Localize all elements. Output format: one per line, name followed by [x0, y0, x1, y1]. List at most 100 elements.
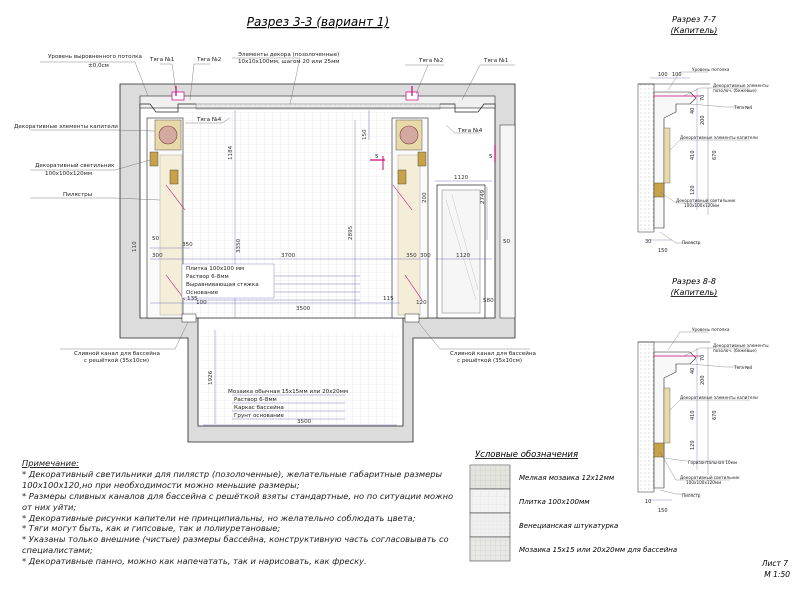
legend-label-1: Мелкая мозаика 12х12мм [519, 474, 615, 482]
section-88-title: Разрез 8-8 [672, 277, 716, 286]
label-drain-right-2: с решёткой (35х10см) [457, 357, 522, 364]
dim-2895: 2895 [348, 225, 354, 240]
pool-layer-list: Мозаика обычная 15х15мм или 20х20мм Раст… [228, 389, 348, 419]
pool-layer-1: Мозаика обычная 15х15мм или 20х20мм [228, 389, 348, 395]
dim-2749: 2749 [480, 189, 486, 204]
s77-d150: 150 [658, 248, 668, 254]
drain-right [404, 313, 420, 323]
sheet-scale: М 1:50 [764, 570, 790, 579]
wall-layer-1: Плитка 100х100 мм [186, 266, 244, 272]
pool-layer-3: Каркас бассейна [234, 404, 284, 411]
dim-1184: 1184 [228, 145, 234, 160]
wall-layer-4: Основание [186, 290, 219, 296]
section-77-title: Разрез 7-7 [672, 15, 717, 24]
note-line-6: * Декоративные панно, можно как напечата… [22, 556, 367, 567]
notes-block: Примечание: * Декоративный светильники д… [22, 458, 462, 567]
label-capitals: Декоративные элементы капители [14, 124, 118, 130]
label-rod4-right: Тяга №4 [457, 128, 483, 134]
label-rod1-right: Тяга №1 [483, 58, 509, 64]
s88-ceiling: Уровень потолка [692, 327, 730, 332]
s77-d30: 30 [645, 239, 651, 245]
s88-decor-2: позолоч. (бежевые) [713, 348, 757, 353]
s77-lamp-size: 100х100х120мм [684, 203, 719, 208]
s77-decor-2: позолоч. (бежевые) [713, 88, 757, 93]
dim-110: 110 [132, 241, 138, 252]
label-drain-right: Сливной канал для бассейна [450, 350, 536, 357]
legend-label-2: Плитка 100х100мм [519, 498, 590, 506]
s77-d40: 40 [690, 108, 696, 114]
s88-d200: 200 [700, 375, 706, 385]
s77-d670: 670 [712, 150, 718, 160]
dim-3500-wall: 3500 [296, 306, 311, 312]
s88-decor: Декоративные элементы [713, 343, 769, 348]
note-line-4: * Тяги могут быть, как и гипсовые, так и… [22, 523, 281, 534]
window-jamb [499, 124, 516, 319]
wall-layer-2: Раствор 6-8мм [186, 274, 229, 280]
section-77-subtitle: (Капитель) [671, 26, 718, 35]
s77-d100b: 100 [672, 72, 682, 78]
main-section: Уровень выровненного потолка ±0,0см Тяга… [14, 52, 536, 443]
s88-d670: 670 [712, 410, 718, 420]
dim-115: 115 [383, 296, 394, 302]
dim-135: 135 [187, 296, 198, 302]
note-line-5: * Указаны только внешние (чистые) размер… [22, 534, 449, 556]
legend-label-3: Венецианская штукатурка [519, 522, 618, 530]
s88-d410: 410 [690, 410, 696, 420]
page-title: Разрез 3-3 (вариант 1) [247, 15, 389, 29]
decor-strip [195, 103, 441, 110]
legend-label-4: Мозаика 15х15 или 20х20мм для бассейна [519, 546, 677, 554]
s77-d410: 410 [690, 150, 696, 160]
s77-pilaster: Пилястр [682, 240, 701, 245]
dim-50-left: 50 [152, 236, 160, 242]
s88-d120: 120 [690, 440, 696, 450]
dim-300: 300 [152, 253, 163, 259]
sheet-label: Лист 7 [761, 559, 788, 568]
section-88-subtitle: (Капитель) [671, 288, 718, 297]
label-drain-left-2: с решёткой (35х10см) [84, 357, 149, 364]
pool-tiles [202, 330, 398, 424]
capital-right-ornament [399, 125, 419, 145]
dim-120: 120 [416, 300, 427, 306]
s77-d200: 200 [700, 115, 706, 125]
s77-d70: 70 [700, 95, 706, 101]
note-line-1: * Декоративный светильники для пилястр (… [22, 468, 443, 490]
label-lamp: Декоративный светильник [35, 162, 115, 169]
s88-d70: 70 [700, 355, 706, 361]
s77-ceiling: Уровень потолка [692, 67, 730, 72]
s88-plinth: Горизонтальная 10мм [688, 460, 737, 465]
dim-300b: 300 [420, 253, 431, 259]
s77-d100a: 100 [658, 72, 668, 78]
dim-200: 200 [422, 192, 428, 203]
lamp-left-2 [169, 169, 179, 185]
legend: Условные обозначения Мелкая мозаика 12х1… [469, 450, 677, 562]
label-lamp-size: 100х100х120мм [45, 171, 92, 177]
pool-layer-2: Раствор 6-8мм [234, 397, 277, 403]
label-pilasters: Пилястры [63, 192, 92, 198]
s88-lamp: Декоративный светильник [680, 475, 740, 480]
label-rod2-right: Тяга №2 [418, 58, 443, 64]
section-7-7: Разрез 7-7 (Капитель) Уровень потолка Де… [637, 15, 769, 254]
dim-580: 580 [483, 298, 494, 304]
s88-lamp-size: 100х100х120мм [686, 480, 721, 485]
lamp-right-2 [397, 169, 407, 185]
dim-1120-mid: 1120 [456, 253, 471, 259]
label-rod1-left: Тяга №1 [149, 57, 175, 63]
wall-layer-list: Плитка 100х100 мм Раствор 6-8мм Выравнив… [181, 263, 275, 299]
dim-50-right: 50 [503, 239, 511, 245]
label-marker-5b: 5 [489, 154, 493, 160]
dim-3500-pool: 3500 [297, 419, 312, 425]
dim-1120-top: 1120 [454, 175, 469, 181]
label-decor-element: Элементы декора (позолоченные) [238, 52, 339, 58]
label-marker-5: 5 [375, 154, 379, 160]
legend-title: Условные обозначения [475, 450, 578, 460]
label-ceiling-level: Уровень выровненного потолка [48, 54, 142, 60]
notes-header: Примечание: [22, 458, 79, 468]
s77-rod4: Тяга №4 [733, 105, 753, 110]
s88-rod4: Тяга №4 [733, 365, 753, 370]
s88-d40: 40 [690, 368, 696, 374]
s77-lamp: Декоративный светильник [676, 198, 736, 203]
dim-100: 100 [196, 300, 207, 306]
s88-d10: 10 [645, 499, 651, 505]
dim-350: 350 [406, 253, 417, 259]
